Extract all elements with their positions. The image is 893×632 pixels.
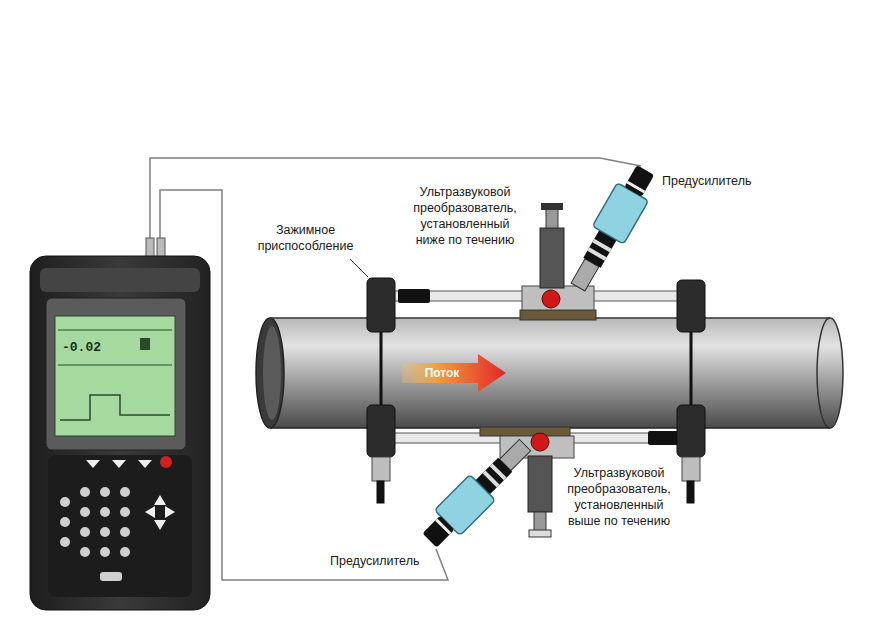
part-label: Ультразвуковой преобразователь, установл… [406,184,524,248]
flow-label: Поток [404,365,480,381]
clamp-strap [381,330,691,408]
guide-rod [393,289,683,445]
part-label: Зажимное приспособление [243,222,368,254]
screen-reading: -0.02 [62,340,132,356]
transducer [480,427,574,537]
pipe [256,318,843,428]
preamplifier [562,161,661,296]
leader-line [350,259,368,277]
part-label: Ультразвуковой преобразователь, установл… [560,465,678,529]
part-label: Предусилитель [330,553,419,569]
preamplifier [417,432,538,553]
part-label: Предусилитель [662,173,751,189]
flowmeter-device [30,238,210,610]
flow-arrow [402,354,506,392]
